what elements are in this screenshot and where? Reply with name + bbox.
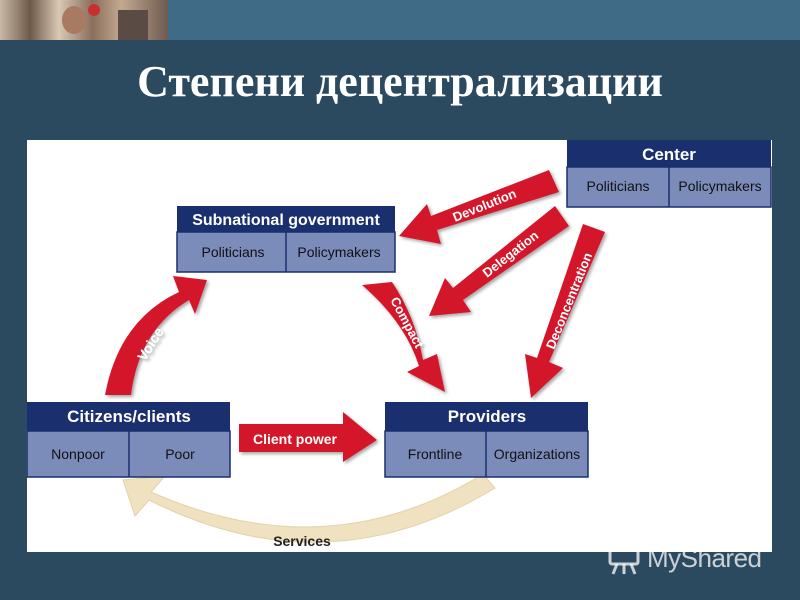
citizens-nonpoor: Nonpoor bbox=[51, 446, 105, 462]
providers-header: Providers bbox=[448, 407, 526, 426]
deconcentration-arrow: Deconcentration bbox=[525, 224, 605, 398]
providers-box: Providers Frontline Organizations bbox=[384, 402, 589, 478]
compact-label: Compact bbox=[387, 294, 427, 351]
compact-arrow: Compact bbox=[362, 282, 445, 392]
providers-organizations: Organizations bbox=[494, 446, 580, 462]
citizens-box: Citizens/clients Nonpoor Poor bbox=[27, 402, 231, 478]
watermark-logo-icon bbox=[608, 542, 640, 575]
slide-title: Степени децентрализации bbox=[137, 57, 663, 106]
subnational-policymakers: Policymakers bbox=[297, 244, 380, 260]
diagram-panel: Services Voice Client power Compact Devo… bbox=[27, 140, 772, 552]
delegation-label: Delegation bbox=[480, 228, 542, 281]
watermark: MyShared bbox=[607, 538, 787, 578]
center-header: Center bbox=[642, 145, 696, 164]
voice-arrow: Voice bbox=[105, 276, 207, 395]
subnational-box: Subnational government Politicians Polic… bbox=[176, 206, 396, 273]
watermark-text: MyShared bbox=[647, 542, 762, 573]
citizens-header: Citizens/clients bbox=[67, 407, 191, 426]
client-power-arrow: Client power bbox=[239, 412, 377, 462]
subnational-header: Subnational government bbox=[192, 212, 380, 229]
providers-frontline: Frontline bbox=[408, 446, 463, 462]
client-power-label: Client power bbox=[253, 431, 338, 447]
center-politicians: Politicians bbox=[586, 178, 649, 194]
services-label: Services bbox=[273, 533, 331, 549]
citizens-poor: Poor bbox=[165, 446, 195, 462]
subnational-politicians: Politicians bbox=[201, 244, 264, 260]
services-arrow: Services bbox=[122, 473, 496, 549]
decentralization-diagram: Services Voice Client power Compact Devo… bbox=[27, 140, 772, 549]
center-box: Center Politicians Policymakers bbox=[566, 140, 772, 208]
header-photo bbox=[0, 0, 168, 40]
center-policymakers: Policymakers bbox=[678, 178, 761, 194]
